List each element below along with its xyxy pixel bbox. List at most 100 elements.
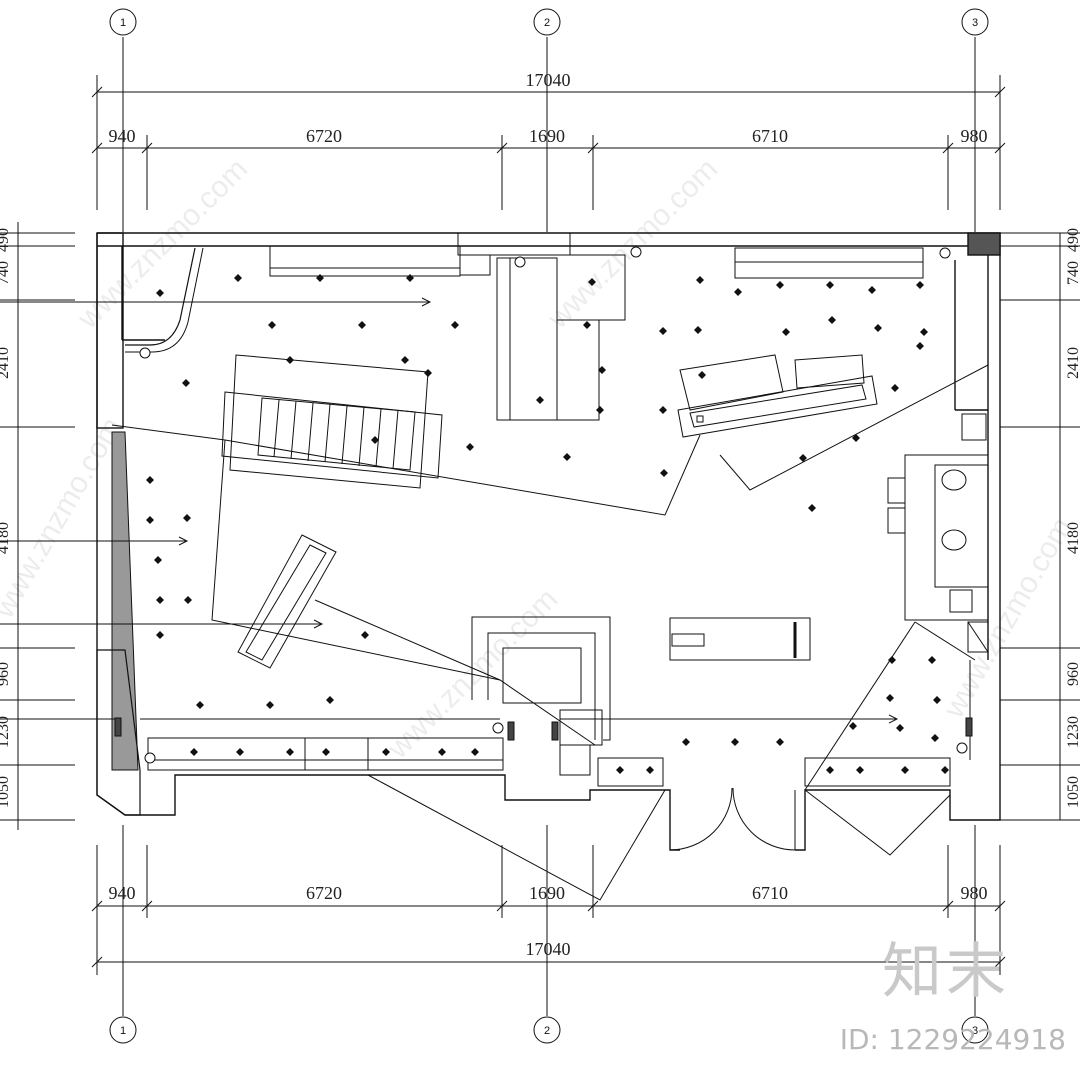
top-display-case-right bbox=[734, 247, 924, 279]
downlight-group bbox=[146, 274, 949, 774]
top-dimension-chain bbox=[91, 75, 1006, 210]
wall-fixtures bbox=[114, 246, 973, 764]
dim-bottom-seg: 6710 bbox=[752, 883, 788, 903]
downlight-icon bbox=[776, 281, 784, 289]
bottom-display-case bbox=[147, 737, 951, 787]
dim-right-seg: 960 bbox=[1065, 662, 1080, 686]
downlight-icon bbox=[799, 454, 807, 462]
downlight-icon bbox=[286, 748, 294, 756]
downlight-icon bbox=[734, 288, 742, 296]
dim-top-seg: 6720 bbox=[306, 126, 342, 146]
downlight-icon bbox=[616, 766, 624, 774]
downlight-icon bbox=[156, 289, 164, 297]
grid-bubble-1-top: 1 bbox=[109, 8, 137, 36]
downlight-icon bbox=[316, 274, 324, 282]
downlight-icon bbox=[196, 701, 204, 709]
downlight-icon bbox=[696, 276, 704, 284]
grid-axis-lines bbox=[122, 37, 976, 1016]
right-dimension-labels: 490 740 2410 4180 960 1230 1050 bbox=[1065, 228, 1080, 808]
downlight-icon bbox=[886, 694, 894, 702]
downlight-icon bbox=[782, 328, 790, 336]
downlight-icon bbox=[694, 326, 702, 334]
downlight-icon bbox=[156, 631, 164, 639]
grid-bubble-3-top: 3 bbox=[961, 8, 989, 36]
downlight-icon bbox=[268, 321, 276, 329]
downlight-icon bbox=[361, 631, 369, 639]
bottom-dimension-labels: 940 6720 1690 6710 980 17040 bbox=[109, 883, 988, 959]
downlight-icon bbox=[536, 396, 544, 404]
watermark-text: www.znzmo.com bbox=[0, 412, 129, 624]
svg-text:3: 3 bbox=[972, 1025, 978, 1037]
downlight-icon bbox=[563, 453, 571, 461]
downlight-icon bbox=[659, 327, 667, 335]
dim-left-seg: 490 bbox=[0, 228, 12, 252]
dim-right-seg: 2410 bbox=[1065, 347, 1080, 379]
downlight-icon bbox=[928, 656, 936, 664]
dim-right-seg: 1230 bbox=[1065, 716, 1080, 748]
dim-bottom-total: 17040 bbox=[526, 939, 571, 959]
downlight-icon bbox=[588, 278, 596, 286]
downlight-icon bbox=[828, 316, 836, 324]
angled-bench bbox=[237, 534, 337, 669]
downlight-icon bbox=[471, 748, 479, 756]
grid-bubble-3-bottom: 3 bbox=[961, 1016, 989, 1044]
downlight-icon bbox=[451, 321, 459, 329]
dim-left-seg: 4180 bbox=[0, 522, 12, 554]
downlight-icon bbox=[826, 766, 834, 774]
downlight-icon bbox=[146, 476, 154, 484]
wall-stub-left bbox=[96, 649, 141, 816]
downlight-icon bbox=[916, 342, 924, 350]
dim-right-seg: 740 bbox=[1065, 261, 1080, 285]
downlight-icon bbox=[266, 701, 274, 709]
downlight-icon bbox=[776, 738, 784, 746]
downlight-icon bbox=[901, 766, 909, 774]
dim-left-seg: 2410 bbox=[0, 347, 12, 379]
entrance-doors bbox=[669, 787, 796, 851]
watermark-layer: www.znzmo.com www.znzmo.com www.znzmo.co… bbox=[0, 152, 1079, 765]
downlight-icon bbox=[868, 286, 876, 294]
downlight-icon bbox=[941, 766, 949, 774]
downlight-icon bbox=[849, 722, 857, 730]
dim-bottom-seg: 940 bbox=[109, 883, 136, 903]
downlight-icon bbox=[646, 766, 654, 774]
cashier-counter bbox=[887, 413, 989, 760]
light-track-arrows bbox=[0, 297, 899, 724]
downlight-icon bbox=[896, 724, 904, 732]
svg-text:1: 1 bbox=[120, 1025, 126, 1037]
downlight-icon bbox=[190, 748, 198, 756]
dim-bottom-seg: 6720 bbox=[306, 883, 342, 903]
dim-bottom-seg: 980 bbox=[961, 883, 988, 903]
downlight-icon bbox=[916, 281, 924, 289]
downlight-icon bbox=[234, 274, 242, 282]
watermark-id: ID: 1229224918 bbox=[839, 1023, 1066, 1056]
grid-bubble-2-top: 2 bbox=[533, 8, 561, 36]
left-dimension-chain bbox=[0, 222, 75, 830]
dim-top-seg: 980 bbox=[961, 126, 988, 146]
downlight-icon bbox=[596, 406, 604, 414]
downlight-icon bbox=[659, 406, 667, 414]
downlight-icon bbox=[920, 328, 928, 336]
dim-left-seg: 740 bbox=[0, 261, 12, 285]
watermark-text: www.znzmo.com bbox=[71, 152, 254, 335]
downlight-icon bbox=[184, 596, 192, 604]
center-partition bbox=[459, 254, 626, 421]
downlight-icon bbox=[382, 748, 390, 756]
downlight-icon bbox=[891, 384, 899, 392]
downlight-icon bbox=[682, 738, 690, 746]
dim-bottom-seg: 1690 bbox=[529, 883, 565, 903]
downlight-icon bbox=[808, 504, 816, 512]
left-dimension-labels: 490 740 2410 4180 960 1230 1050 bbox=[0, 228, 12, 808]
grid-bubble-1-bottom: 1 bbox=[109, 1016, 137, 1044]
downlight-icon bbox=[371, 436, 379, 444]
central-island bbox=[471, 616, 811, 776]
downlight-icon bbox=[406, 274, 414, 282]
downlight-icon bbox=[856, 766, 864, 774]
downlight-icon bbox=[698, 371, 706, 379]
exterior-walls bbox=[96, 232, 1001, 851]
bottom-dimension-chain bbox=[91, 845, 1006, 975]
dim-left-seg: 1050 bbox=[0, 776, 12, 808]
watermark-text: www.znzmo.com bbox=[937, 512, 1079, 724]
dim-right-seg: 4180 bbox=[1065, 522, 1080, 554]
downlight-icon bbox=[852, 434, 860, 442]
downlight-icon bbox=[438, 748, 446, 756]
